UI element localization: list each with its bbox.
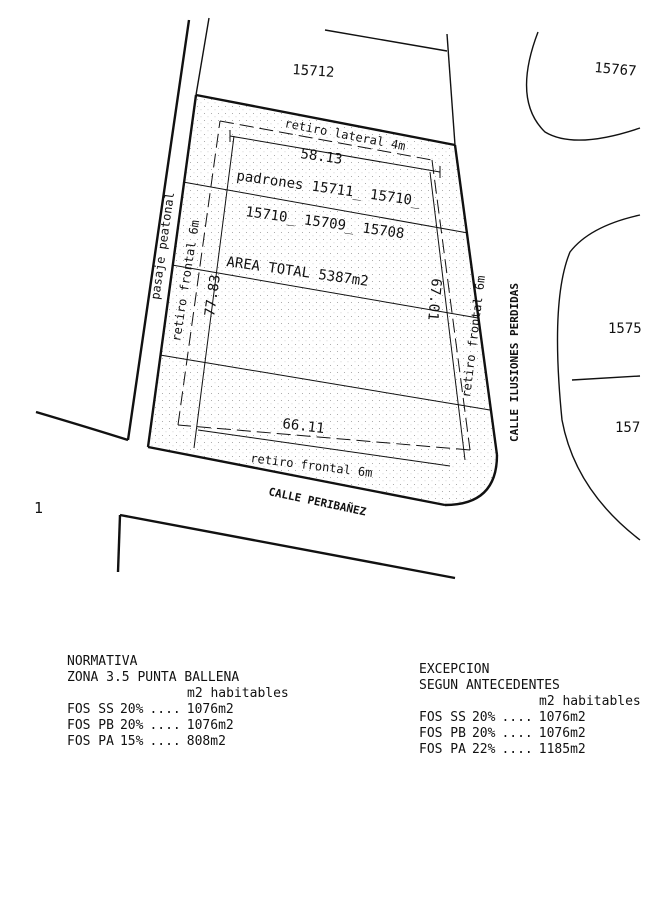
dimension-left: 77.83 xyxy=(202,274,224,318)
row-pct: 20% xyxy=(471,710,496,725)
lot-15712-lines xyxy=(195,17,456,146)
row-value: 1185m2 xyxy=(538,742,586,757)
row-pct: 15% xyxy=(119,734,144,749)
normativa-habitables-label: m2 habitables xyxy=(187,686,289,701)
row-dots: .... xyxy=(501,710,533,725)
row-dots: .... xyxy=(149,702,181,717)
parcel-boundary xyxy=(146,93,499,507)
excepcion-table: FOS SS 20% .... 1076m2 FOS PB 20% .... 1… xyxy=(419,710,592,758)
table-row: FOS PA 22% .... 1185m2 xyxy=(419,742,592,758)
dimension-lines xyxy=(193,130,466,467)
row-value: 1076m2 xyxy=(186,718,234,733)
excepcion-block: EXCEPCION SEGUN ANTECEDENTES m2 habitabl… xyxy=(419,662,641,758)
table-row: FOS SS 20% .... 1076m2 xyxy=(67,702,240,718)
normativa-table: FOS SS 20% .... 1076m2 FOS PB 20% .... 1… xyxy=(67,702,240,750)
normativa-block: NORMATIVA ZONA 3.5 PUNTA BALLENA m2 habi… xyxy=(67,654,289,750)
lot-15712-label: 15712 xyxy=(292,62,335,81)
pasaje-peatonal-lines xyxy=(35,19,191,442)
dimension-bottom: 66.11 xyxy=(282,416,326,437)
sheet-mark: 1 xyxy=(34,499,43,517)
dimension-right: 67.01 xyxy=(424,278,444,321)
normativa-zone: ZONA 3.5 PUNTA BALLENA xyxy=(67,670,240,685)
table-row: FOS SS 20% .... 1076m2 xyxy=(419,710,592,726)
lot-15767-label: 15767 xyxy=(594,60,637,80)
row-pct: 22% xyxy=(471,742,496,757)
row-dots: .... xyxy=(501,742,533,757)
setback-line xyxy=(177,120,471,451)
dimension-top: 58.13 xyxy=(299,146,343,168)
lot-1575-label: 1575 xyxy=(608,321,642,337)
parcel-area xyxy=(148,95,497,505)
lot-157-label: 157 xyxy=(615,420,640,436)
row-value: 1076m2 xyxy=(538,726,586,741)
table-row: FOS PA 15% .... 808m2 xyxy=(67,734,240,750)
row-label: FOS PA xyxy=(67,734,114,749)
row-pct: 20% xyxy=(471,726,496,741)
table-row: FOS PB 20% .... 1076m2 xyxy=(67,718,240,734)
row-label: FOS PB xyxy=(419,726,466,741)
excepcion-habitables-label: m2 habitables xyxy=(539,694,641,709)
calle-ilusiones-perdidas-label: CALLE ILUSIONES PERDIDAS xyxy=(508,283,521,442)
calle-peribanez-lines xyxy=(116,513,456,580)
row-value: 1076m2 xyxy=(538,710,586,725)
row-value: 808m2 xyxy=(186,734,226,749)
row-label: FOS PA xyxy=(419,742,466,757)
row-label: FOS SS xyxy=(419,710,466,725)
row-value: 1076m2 xyxy=(186,702,234,717)
row-dots: .... xyxy=(501,726,533,741)
neighbor-lot-curves xyxy=(525,31,641,541)
excepcion-heading: EXCEPCION xyxy=(419,662,490,677)
normativa-heading: NORMATIVA xyxy=(67,654,138,669)
row-label: FOS PB xyxy=(67,718,114,733)
row-dots: .... xyxy=(149,734,181,749)
row-dots: .... xyxy=(149,718,181,733)
row-pct: 20% xyxy=(119,718,144,733)
table-row: FOS PB 20% .... 1076m2 xyxy=(419,726,592,742)
padron-division-lines xyxy=(159,181,491,411)
row-label: FOS SS xyxy=(67,702,114,717)
row-pct: 20% xyxy=(119,702,144,717)
calle-peribanez-label: CALLE PERIBAÑEZ xyxy=(267,485,367,518)
excepcion-subheading: SEGUN ANTECEDENTES xyxy=(419,678,560,693)
